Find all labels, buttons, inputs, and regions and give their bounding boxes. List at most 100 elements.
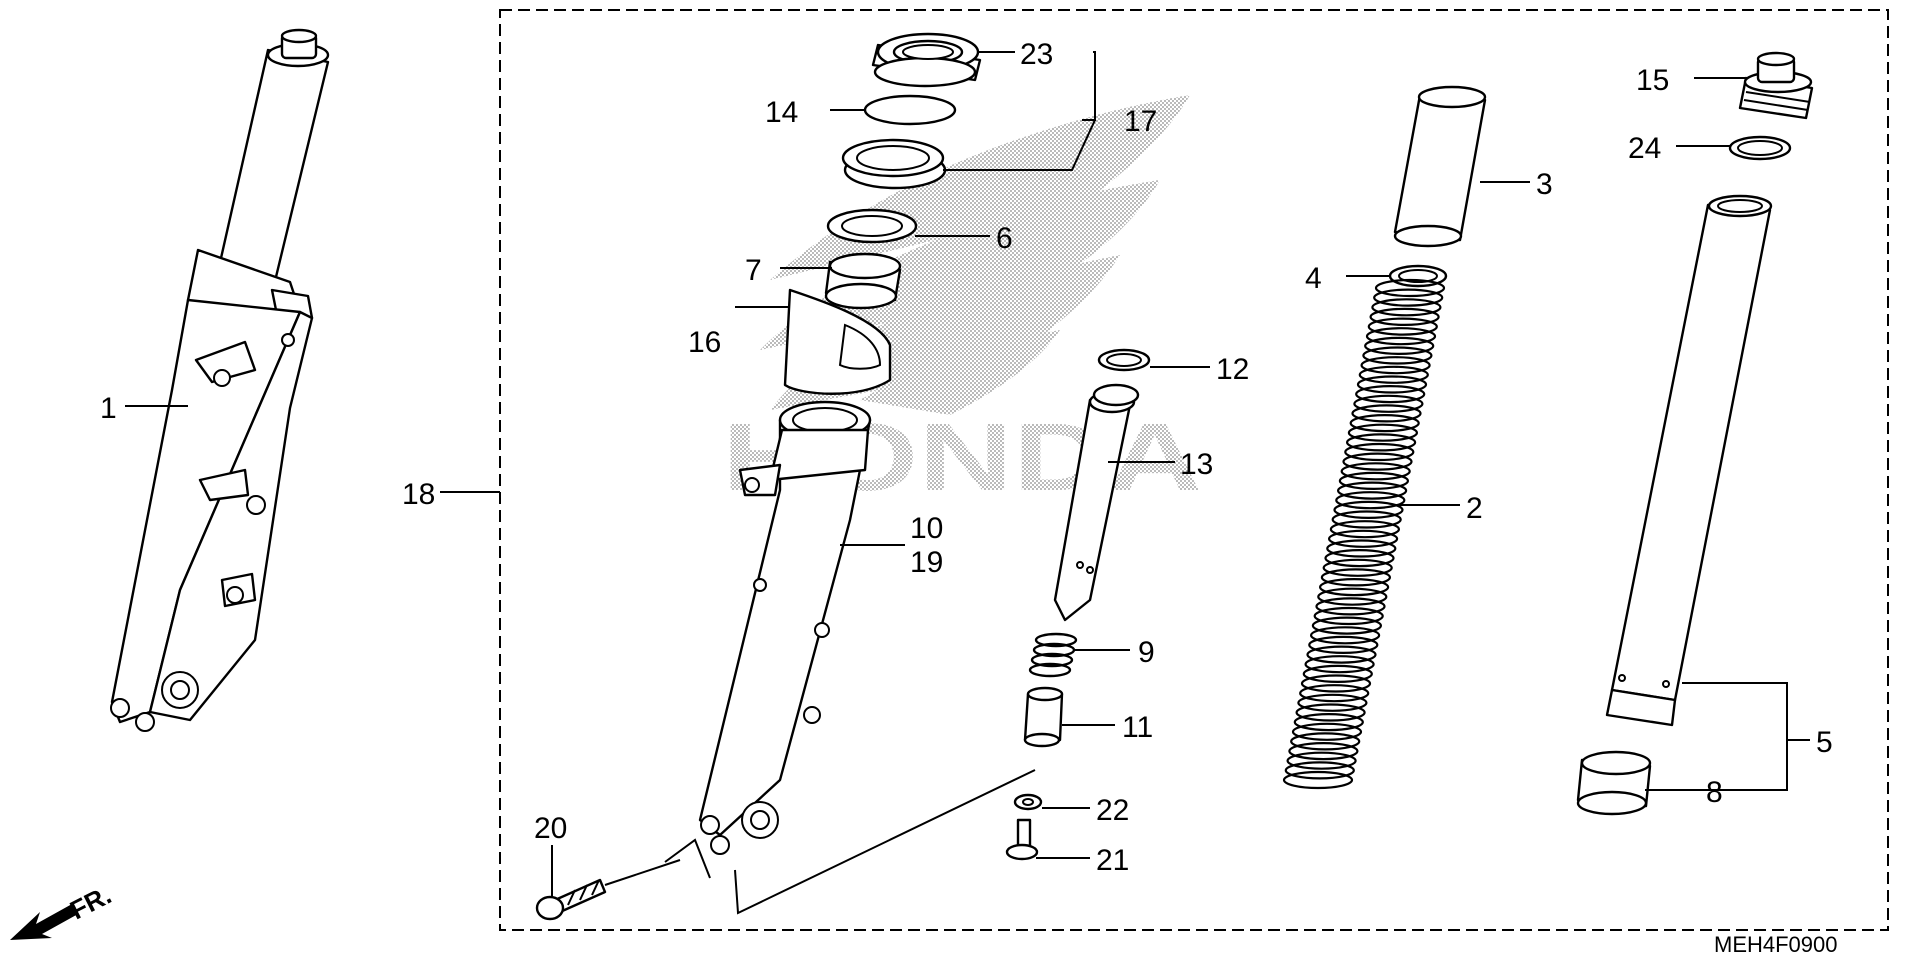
fork-spring-part bbox=[1282, 278, 1446, 790]
spring-coil bbox=[1329, 520, 1401, 539]
callout-12: 12 bbox=[1216, 353, 1249, 386]
oil-seal-part bbox=[871, 32, 982, 88]
callout-1: 1 bbox=[100, 392, 117, 425]
spring-coil bbox=[1347, 423, 1419, 442]
o-ring-part bbox=[1728, 135, 1792, 161]
spring-coil bbox=[1353, 394, 1424, 413]
spring-coil bbox=[1364, 336, 1435, 355]
diagram-reference-code: MEH4F0900 bbox=[1714, 932, 1838, 957]
spring-coil bbox=[1355, 385, 1426, 404]
stopper-ring-part bbox=[863, 94, 957, 126]
fork-cover-part bbox=[783, 288, 892, 395]
spring-coil bbox=[1299, 684, 1370, 703]
spring-coil bbox=[1282, 770, 1354, 790]
fork-slider-part bbox=[698, 400, 872, 855]
fork-bushing-part bbox=[1576, 750, 1652, 816]
spring-coil bbox=[1362, 346, 1433, 365]
callout-5: 5 bbox=[1816, 726, 1833, 759]
spring-coil bbox=[1286, 751, 1357, 770]
fork-assembly-part bbox=[110, 28, 330, 732]
callout-18: 18 bbox=[402, 478, 435, 511]
washer-part bbox=[1013, 793, 1043, 811]
spring-coil bbox=[1371, 298, 1442, 317]
spring-coil bbox=[1374, 278, 1446, 298]
spring-coil bbox=[1308, 635, 1379, 655]
dust-seal-part bbox=[841, 138, 947, 190]
callout-19: 19 bbox=[910, 546, 943, 579]
fork-pipe-part bbox=[1605, 194, 1773, 727]
callout-24: 24 bbox=[1628, 132, 1661, 165]
callout-8: 8 bbox=[1706, 776, 1723, 809]
spring-coil bbox=[1335, 491, 1406, 510]
callout-20: 20 bbox=[534, 812, 567, 845]
spring-coil bbox=[1369, 307, 1440, 326]
spring-coil bbox=[1288, 741, 1359, 761]
callout-3: 3 bbox=[1536, 168, 1553, 201]
slider-bushing-part bbox=[824, 252, 902, 310]
spring-coil bbox=[1324, 548, 1395, 568]
callout-17: 17 bbox=[1124, 105, 1157, 138]
fork-bolt-part bbox=[1738, 51, 1814, 120]
spring-coil bbox=[1326, 539, 1397, 558]
front-direction-arrow: FR. bbox=[10, 880, 116, 940]
spring-coil bbox=[1342, 452, 1413, 471]
spring-coil bbox=[1367, 317, 1438, 336]
spring-coil bbox=[1322, 558, 1393, 577]
callout-4: 4 bbox=[1305, 262, 1322, 295]
spring-coil bbox=[1318, 577, 1390, 597]
leader-lines bbox=[125, 51, 1810, 915]
ring-part bbox=[1097, 348, 1151, 372]
rebound-spring-part bbox=[1028, 632, 1078, 678]
spring-coil bbox=[1349, 414, 1420, 433]
spring-coil bbox=[1302, 664, 1373, 684]
spring-coil bbox=[1373, 288, 1444, 307]
callout-2: 2 bbox=[1466, 492, 1483, 525]
spring-coil bbox=[1291, 722, 1363, 741]
spring-coil bbox=[1293, 712, 1364, 732]
spring-coil bbox=[1311, 616, 1383, 635]
spring-coil bbox=[1284, 761, 1355, 780]
fork-piston-part bbox=[1053, 383, 1140, 622]
spring-coil bbox=[1358, 365, 1429, 384]
callout-22: 22 bbox=[1096, 794, 1129, 827]
callout-14: 14 bbox=[765, 96, 798, 129]
spring-coil bbox=[1306, 645, 1377, 664]
spring-coil bbox=[1309, 626, 1381, 645]
flange-bolt-part bbox=[535, 878, 607, 921]
spring-coil bbox=[1345, 433, 1417, 452]
spring-coil bbox=[1338, 471, 1410, 490]
spring-coil bbox=[1344, 442, 1415, 462]
callout-13: 13 bbox=[1180, 448, 1213, 481]
assembly-frame bbox=[499, 9, 1889, 931]
front-direction-label: FR. bbox=[65, 880, 116, 926]
spring-coil bbox=[1317, 587, 1388, 606]
callout-10: 10 bbox=[910, 512, 943, 545]
callout-16: 16 bbox=[688, 326, 721, 359]
spring-coil bbox=[1340, 462, 1411, 481]
spring-coil bbox=[1336, 481, 1408, 500]
socket-bolt-part bbox=[1005, 818, 1039, 861]
spring-coil bbox=[1331, 510, 1402, 529]
spring-coil bbox=[1365, 327, 1437, 346]
spring-coil bbox=[1320, 568, 1392, 587]
callout-9: 9 bbox=[1138, 636, 1155, 669]
spring-coil bbox=[1333, 500, 1404, 519]
spring-coil bbox=[1313, 606, 1384, 626]
callout-11: 11 bbox=[1122, 711, 1153, 744]
spring-coil bbox=[1327, 529, 1399, 548]
spring-coil bbox=[1295, 703, 1366, 722]
callout-23: 23 bbox=[1020, 38, 1053, 71]
oil-lock-piece-part bbox=[1023, 686, 1064, 748]
callout-15: 15 bbox=[1636, 64, 1669, 97]
spring-coil bbox=[1297, 693, 1368, 712]
spring-coil bbox=[1290, 732, 1361, 751]
callout-6: 6 bbox=[996, 222, 1013, 255]
callout-21: 21 bbox=[1096, 844, 1129, 877]
spring-coil bbox=[1315, 597, 1386, 616]
spacer-pipe-part bbox=[1393, 85, 1487, 248]
backup-ring-part bbox=[826, 208, 918, 244]
spring-coil bbox=[1351, 404, 1422, 423]
spring-coil bbox=[1300, 674, 1372, 693]
